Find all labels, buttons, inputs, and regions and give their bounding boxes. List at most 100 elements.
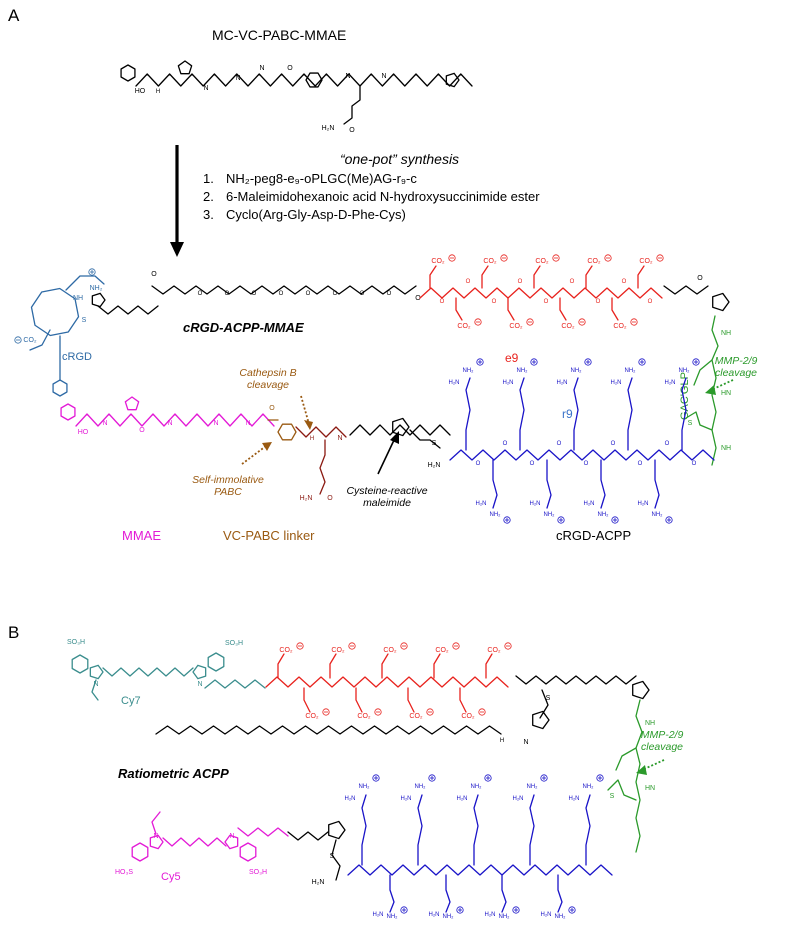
- bond: [611, 297, 619, 321]
- atom-label: NH: [721, 330, 731, 337]
- atom-label: HN: [645, 785, 655, 792]
- atom-label: N: [235, 75, 240, 82]
- peg-oxygen: O: [198, 291, 203, 297]
- negative-charge-icon: [478, 708, 486, 716]
- atom-label: H: [500, 738, 504, 744]
- bond: [481, 265, 489, 289]
- atom-label: O: [596, 299, 601, 305]
- r9-peptide-a: NH₂H₂NONH₂H₂NONH₂H₂NONH₂H₂NONH₂H₂NONH₂H₂…: [449, 358, 715, 524]
- atom-label: CO₂: [279, 647, 293, 654]
- bond: [445, 72, 460, 88]
- atom-label: O: [570, 279, 575, 285]
- atom-label: NH₂: [625, 368, 637, 374]
- atom-label: O: [544, 299, 549, 305]
- panel-b-label: B: [8, 623, 19, 642]
- r9-label: r9: [562, 407, 573, 421]
- atom-label: N: [167, 420, 172, 427]
- atom-label: H₂N: [611, 380, 622, 386]
- atom-label: CO₂: [431, 258, 445, 265]
- cy7-tail: [204, 679, 266, 689]
- bond: [155, 725, 502, 735]
- atom-label: H₂N: [503, 380, 514, 386]
- ratiometric-title: Ratiometric ACPP: [118, 766, 229, 781]
- atom-label: O: [638, 461, 643, 467]
- atom-label: N: [229, 833, 234, 840]
- positive-charge-icon: [503, 516, 511, 524]
- atom-label: NH₂: [490, 512, 502, 518]
- bond: [529, 794, 535, 866]
- negative-charge-icon: [452, 642, 460, 650]
- atom-label: H₂N: [485, 912, 496, 918]
- bond: [473, 794, 479, 866]
- atom-label: N: [337, 435, 342, 442]
- atom-label: H₂N: [530, 501, 541, 507]
- bond: [681, 377, 687, 451]
- bond: [65, 275, 105, 291]
- bond: [131, 842, 149, 862]
- negative-charge-icon: [552, 254, 560, 262]
- atom-label: O: [476, 461, 481, 467]
- bond: [349, 424, 451, 436]
- positive-charge-icon: [484, 774, 492, 782]
- atom-label: S: [330, 853, 335, 860]
- linker-b: S N H S H₂N: [155, 675, 650, 886]
- atom-label: H₂N: [476, 501, 487, 507]
- bond: [465, 377, 471, 451]
- bond: [615, 747, 637, 771]
- bond: [711, 315, 719, 466]
- positive-charge-icon: [428, 774, 436, 782]
- bond: [329, 653, 337, 679]
- atom-label: N: [259, 65, 264, 72]
- bond: [607, 779, 637, 801]
- bond: [600, 459, 606, 509]
- negative-charge-icon: [630, 318, 638, 326]
- bond: [149, 834, 164, 850]
- cy5-label: Cy5: [161, 871, 181, 883]
- gacglp-label: GAC'GLP: [679, 372, 691, 420]
- mmp-arrow-b: [641, 759, 665, 771]
- bond: [71, 654, 89, 674]
- cathepsin-arrow: [300, 395, 310, 425]
- bond: [97, 305, 159, 315]
- bond: [573, 377, 579, 451]
- atom-label: S: [610, 793, 615, 800]
- atom-label: CO₂: [535, 258, 549, 265]
- negative-charge-icon: [448, 254, 456, 262]
- atom-label: CO₂: [461, 713, 475, 720]
- bond: [449, 449, 715, 461]
- bond: [539, 689, 549, 719]
- atom-label: CO₂: [509, 323, 523, 330]
- bond: [151, 285, 417, 295]
- reagent-title: MC-VC-PABC-MMAE: [212, 27, 346, 43]
- atom-label: N: [523, 739, 528, 746]
- atom-label: O: [287, 65, 293, 72]
- bond: [627, 377, 633, 451]
- e9-label: e9: [505, 351, 519, 365]
- self-immolative-arrowhead: [262, 442, 272, 451]
- bond: [91, 292, 106, 308]
- bond: [433, 653, 441, 679]
- atom-label: H₂N: [557, 380, 568, 386]
- atom-label: HO₃S: [115, 869, 133, 876]
- bond: [485, 653, 493, 679]
- bond: [347, 864, 613, 876]
- atom-label: NH₂: [463, 368, 475, 374]
- atom-label: H₂N: [312, 879, 325, 886]
- atom-label: O: [269, 405, 275, 412]
- atom-label: CO₂: [639, 258, 653, 265]
- bond: [635, 699, 643, 853]
- bond: [637, 265, 645, 289]
- bond: [693, 359, 713, 386]
- bond: [429, 265, 437, 289]
- atom-label: H: [156, 89, 160, 95]
- self-immolative-arrow: [241, 445, 267, 465]
- bond: [135, 73, 473, 87]
- bond: [419, 287, 663, 299]
- bond: [546, 459, 552, 509]
